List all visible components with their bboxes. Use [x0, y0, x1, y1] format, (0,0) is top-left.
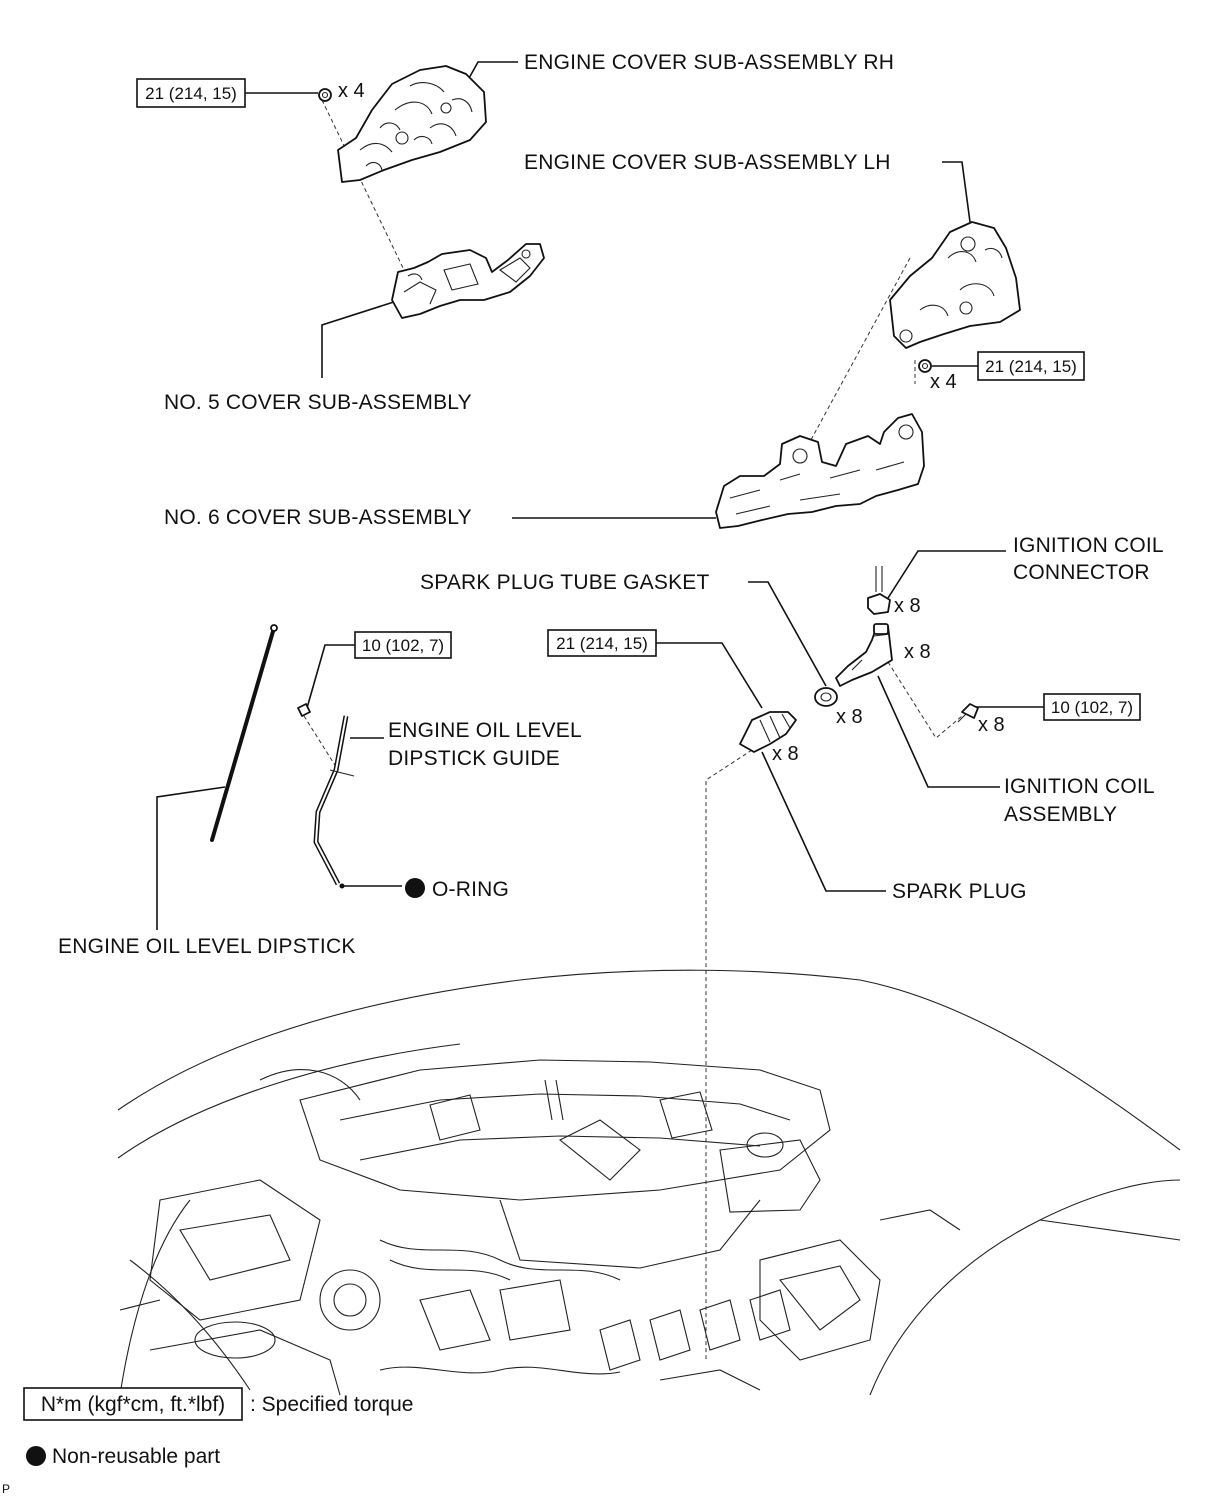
label-ignition-coil-assembly-line1: IGNITION COIL	[1004, 775, 1155, 798]
label-o-ring: O-RING	[432, 878, 509, 901]
torque-dipstick-guide-bolt: 10 (102, 7)	[354, 631, 452, 659]
corner-mark: P	[2, 1482, 10, 1496]
engine-cover-lh-part	[889, 221, 1021, 349]
coil-bolt-part	[957, 703, 979, 723]
spark-plug-part	[739, 711, 797, 753]
label-no6-cover: NO. 6 COVER SUB-ASSEMBLY	[164, 506, 472, 529]
ignition-coil-assembly-part	[835, 623, 893, 687]
svg-text:21 (214, 15): 21 (214, 15)	[985, 357, 1077, 376]
torque-lh-cover-nut: 21 (214, 15)	[977, 351, 1085, 381]
qty-coil-bolt: x 8	[978, 714, 1005, 736]
label-ignition-coil-assembly-line2: ASSEMBLY	[1004, 803, 1117, 826]
legend-non-reusable-icon	[26, 1446, 46, 1466]
label-engine-cover-rh: ENGINE COVER SUB-ASSEMBLY RH	[524, 51, 894, 74]
qty-rh-nut: x 4	[338, 80, 365, 102]
spark-plug-tube-gasket-part	[814, 687, 838, 707]
label-spark-plug-tube-gasket: SPARK PLUG TUBE GASKET	[420, 571, 710, 594]
ignition-coil-connector-part	[867, 566, 891, 615]
rh-cover-nut	[318, 88, 332, 102]
dipstick-guide-part	[313, 715, 355, 889]
no6-cover-part	[715, 413, 925, 529]
svg-text:21 (214, 15): 21 (214, 15)	[556, 634, 648, 653]
legend-torque-text: : Specified torque	[250, 1393, 413, 1416]
svg-text:21 (214, 15): 21 (214, 15)	[145, 84, 237, 103]
dipstick-guide-bolt-part	[297, 703, 311, 717]
label-engine-cover-lh: ENGINE COVER SUB-ASSEMBLY LH	[524, 151, 891, 174]
lh-cover-nut	[918, 359, 932, 373]
qty-coil-connector: x 8	[894, 595, 921, 617]
legend-torque-box	[23, 1387, 243, 1421]
label-dipstick-guide-line2: DIPSTICK GUIDE	[388, 747, 560, 770]
label-ignition-coil-connector-line2: CONNECTOR	[1013, 561, 1150, 584]
label-spark-plug: SPARK PLUG	[892, 880, 1027, 903]
non-reusable-marker-icon	[405, 878, 425, 898]
label-dipstick: ENGINE OIL LEVEL DIPSTICK	[58, 935, 356, 958]
label-dipstick-guide-line1: ENGINE OIL LEVEL	[388, 719, 582, 742]
legend-torque-unit: N*m (kgf*cm, ft.*lbf)	[41, 1393, 225, 1416]
legend: N*m (kgf*cm, ft.*lbf) : Specified torque…	[2, 1387, 413, 1496]
engine-bay-illustration	[117, 969, 1181, 1396]
svg-text:10 (102, 7): 10 (102, 7)	[1051, 698, 1133, 717]
legend-non-reusable-text: Non-reusable part	[52, 1445, 220, 1468]
engine-cover-rh-part	[337, 65, 487, 183]
dipstick-part	[210, 624, 278, 842]
no5-cover-part	[391, 243, 545, 319]
torque-rh-cover-nut: 21 (214, 15)	[136, 78, 246, 108]
torque-spark-plug: 21 (214, 15)	[547, 629, 657, 657]
qty-tube-gasket: x 8	[836, 706, 863, 728]
qty-spark-plug: x 8	[772, 743, 799, 765]
label-ignition-coil-connector-line1: IGNITION COIL	[1013, 534, 1164, 557]
qty-coil-assembly: x 8	[904, 641, 931, 663]
label-no5-cover: NO. 5 COVER SUB-ASSEMBLY	[164, 391, 472, 414]
torque-coil-bolt: 10 (102, 7)	[1043, 693, 1141, 721]
qty-lh-nut: x 4	[930, 371, 957, 393]
svg-text:10 (102, 7): 10 (102, 7)	[362, 636, 444, 655]
leader-lines	[156, 61, 1044, 1362]
